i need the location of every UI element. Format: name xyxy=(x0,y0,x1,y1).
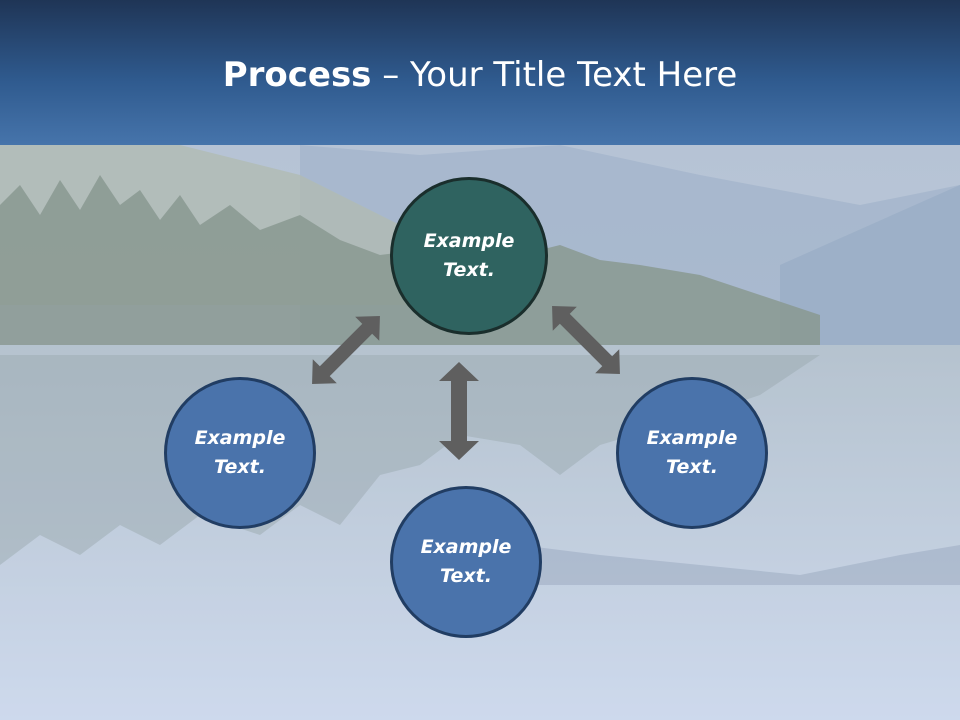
title-banner: Process – Your Title Text Here xyxy=(0,0,960,145)
node-left-label: Example Text. xyxy=(194,427,286,478)
process-node-bottom[interactable]: Example Text. xyxy=(390,486,542,638)
double-arrow-top-right xyxy=(552,306,620,374)
double-arrow-top-bottom xyxy=(439,362,479,460)
process-node-left[interactable]: Example Text. xyxy=(164,377,316,529)
node-right-label: Example Text. xyxy=(646,427,738,478)
process-node-right[interactable]: Example Text. xyxy=(616,377,768,529)
slide-title: Process – Your Title Text Here xyxy=(0,52,960,98)
node-bottom-label: Example Text. xyxy=(420,536,512,587)
title-rest: – Your Title Text Here xyxy=(371,55,738,95)
double-arrow-top-left xyxy=(312,316,380,384)
process-node-top[interactable]: Example Text. xyxy=(390,177,548,335)
node-top-label: Example Text. xyxy=(423,230,515,281)
title-bold: Process xyxy=(222,55,372,95)
